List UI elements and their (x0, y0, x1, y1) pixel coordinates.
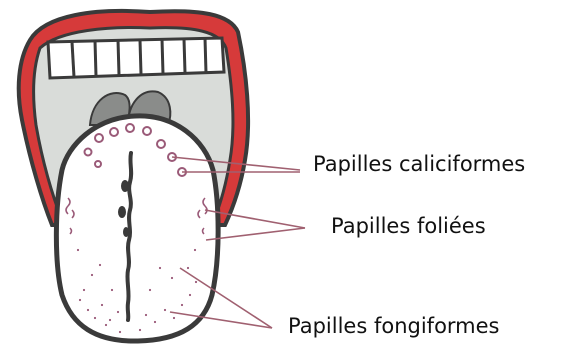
label-papilles-caliciformes: Papilles caliciformes (313, 154, 525, 175)
tongue (56, 116, 218, 341)
label-papilles-fongiformes: Papilles fongiformes (288, 316, 500, 337)
label-papilles-foliees: Papilles foliées (331, 216, 486, 237)
